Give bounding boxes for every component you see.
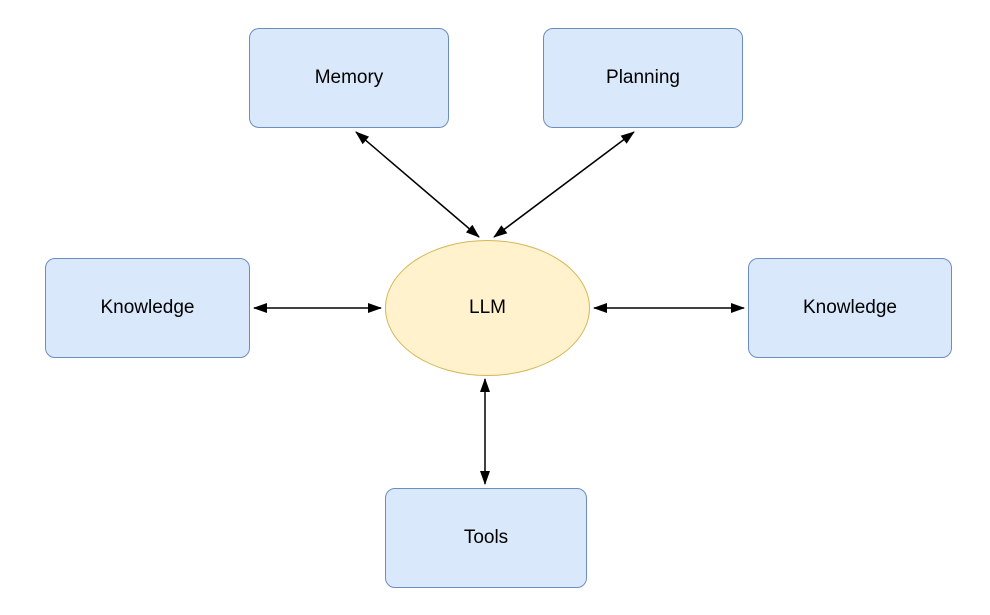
node-knowledge-right: Knowledge <box>748 258 952 358</box>
node-memory: Memory <box>249 28 449 128</box>
node-memory-label: Memory <box>314 66 384 88</box>
node-llm: LLM <box>385 240 590 376</box>
node-knowledge-left: Knowledge <box>45 258 250 358</box>
node-knowledge-left-label: Knowledge <box>100 296 195 318</box>
node-tools: Tools <box>385 488 587 588</box>
edge-memory-llm <box>355 131 480 238</box>
node-knowledge-right-label: Knowledge <box>802 296 898 318</box>
edge-planning-llm <box>493 131 635 238</box>
node-planning: Planning <box>543 28 743 128</box>
node-planning-label: Planning <box>606 66 680 88</box>
node-llm-label: LLM <box>469 296 506 318</box>
node-tools-label: Tools <box>463 526 509 548</box>
